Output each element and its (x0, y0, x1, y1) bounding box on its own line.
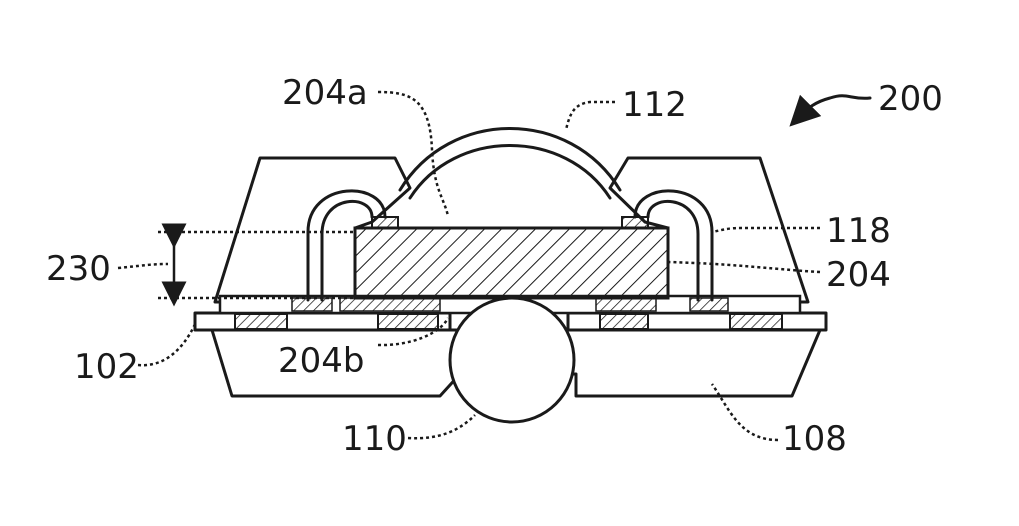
leader-102 (138, 322, 196, 365)
substrate-pad-3 (600, 314, 648, 329)
label-230: 230 (46, 249, 111, 289)
leader-110 (408, 415, 475, 438)
die-pad-left (372, 217, 398, 228)
leader-200 (800, 96, 870, 116)
label-204b: 204b (278, 341, 364, 381)
label-108: 108 (782, 419, 847, 459)
substrate-pad-4 (730, 314, 782, 329)
label-102: 102 (74, 347, 139, 387)
label-112: 112 (622, 85, 687, 125)
solder-ball-110 (450, 298, 574, 422)
leader-112 (566, 102, 615, 130)
substrate-pad-2 (378, 314, 438, 329)
label-110: 110 (342, 419, 407, 459)
substrate-pad-1 (235, 314, 287, 329)
label-118: 118 (826, 211, 891, 251)
rdl-hatch-3 (596, 298, 656, 311)
rdl-hatch-2 (340, 298, 440, 311)
label-200: 200 (878, 79, 943, 119)
die-204 (355, 228, 668, 298)
die-pad-right (622, 217, 648, 228)
rdl-hatch-1 (292, 298, 332, 311)
label-204: 204 (826, 255, 891, 295)
dome-112 (400, 129, 620, 191)
label-204a: 204a (282, 73, 368, 113)
rdl-hatch-4 (690, 298, 728, 311)
leader-230 (118, 264, 168, 268)
